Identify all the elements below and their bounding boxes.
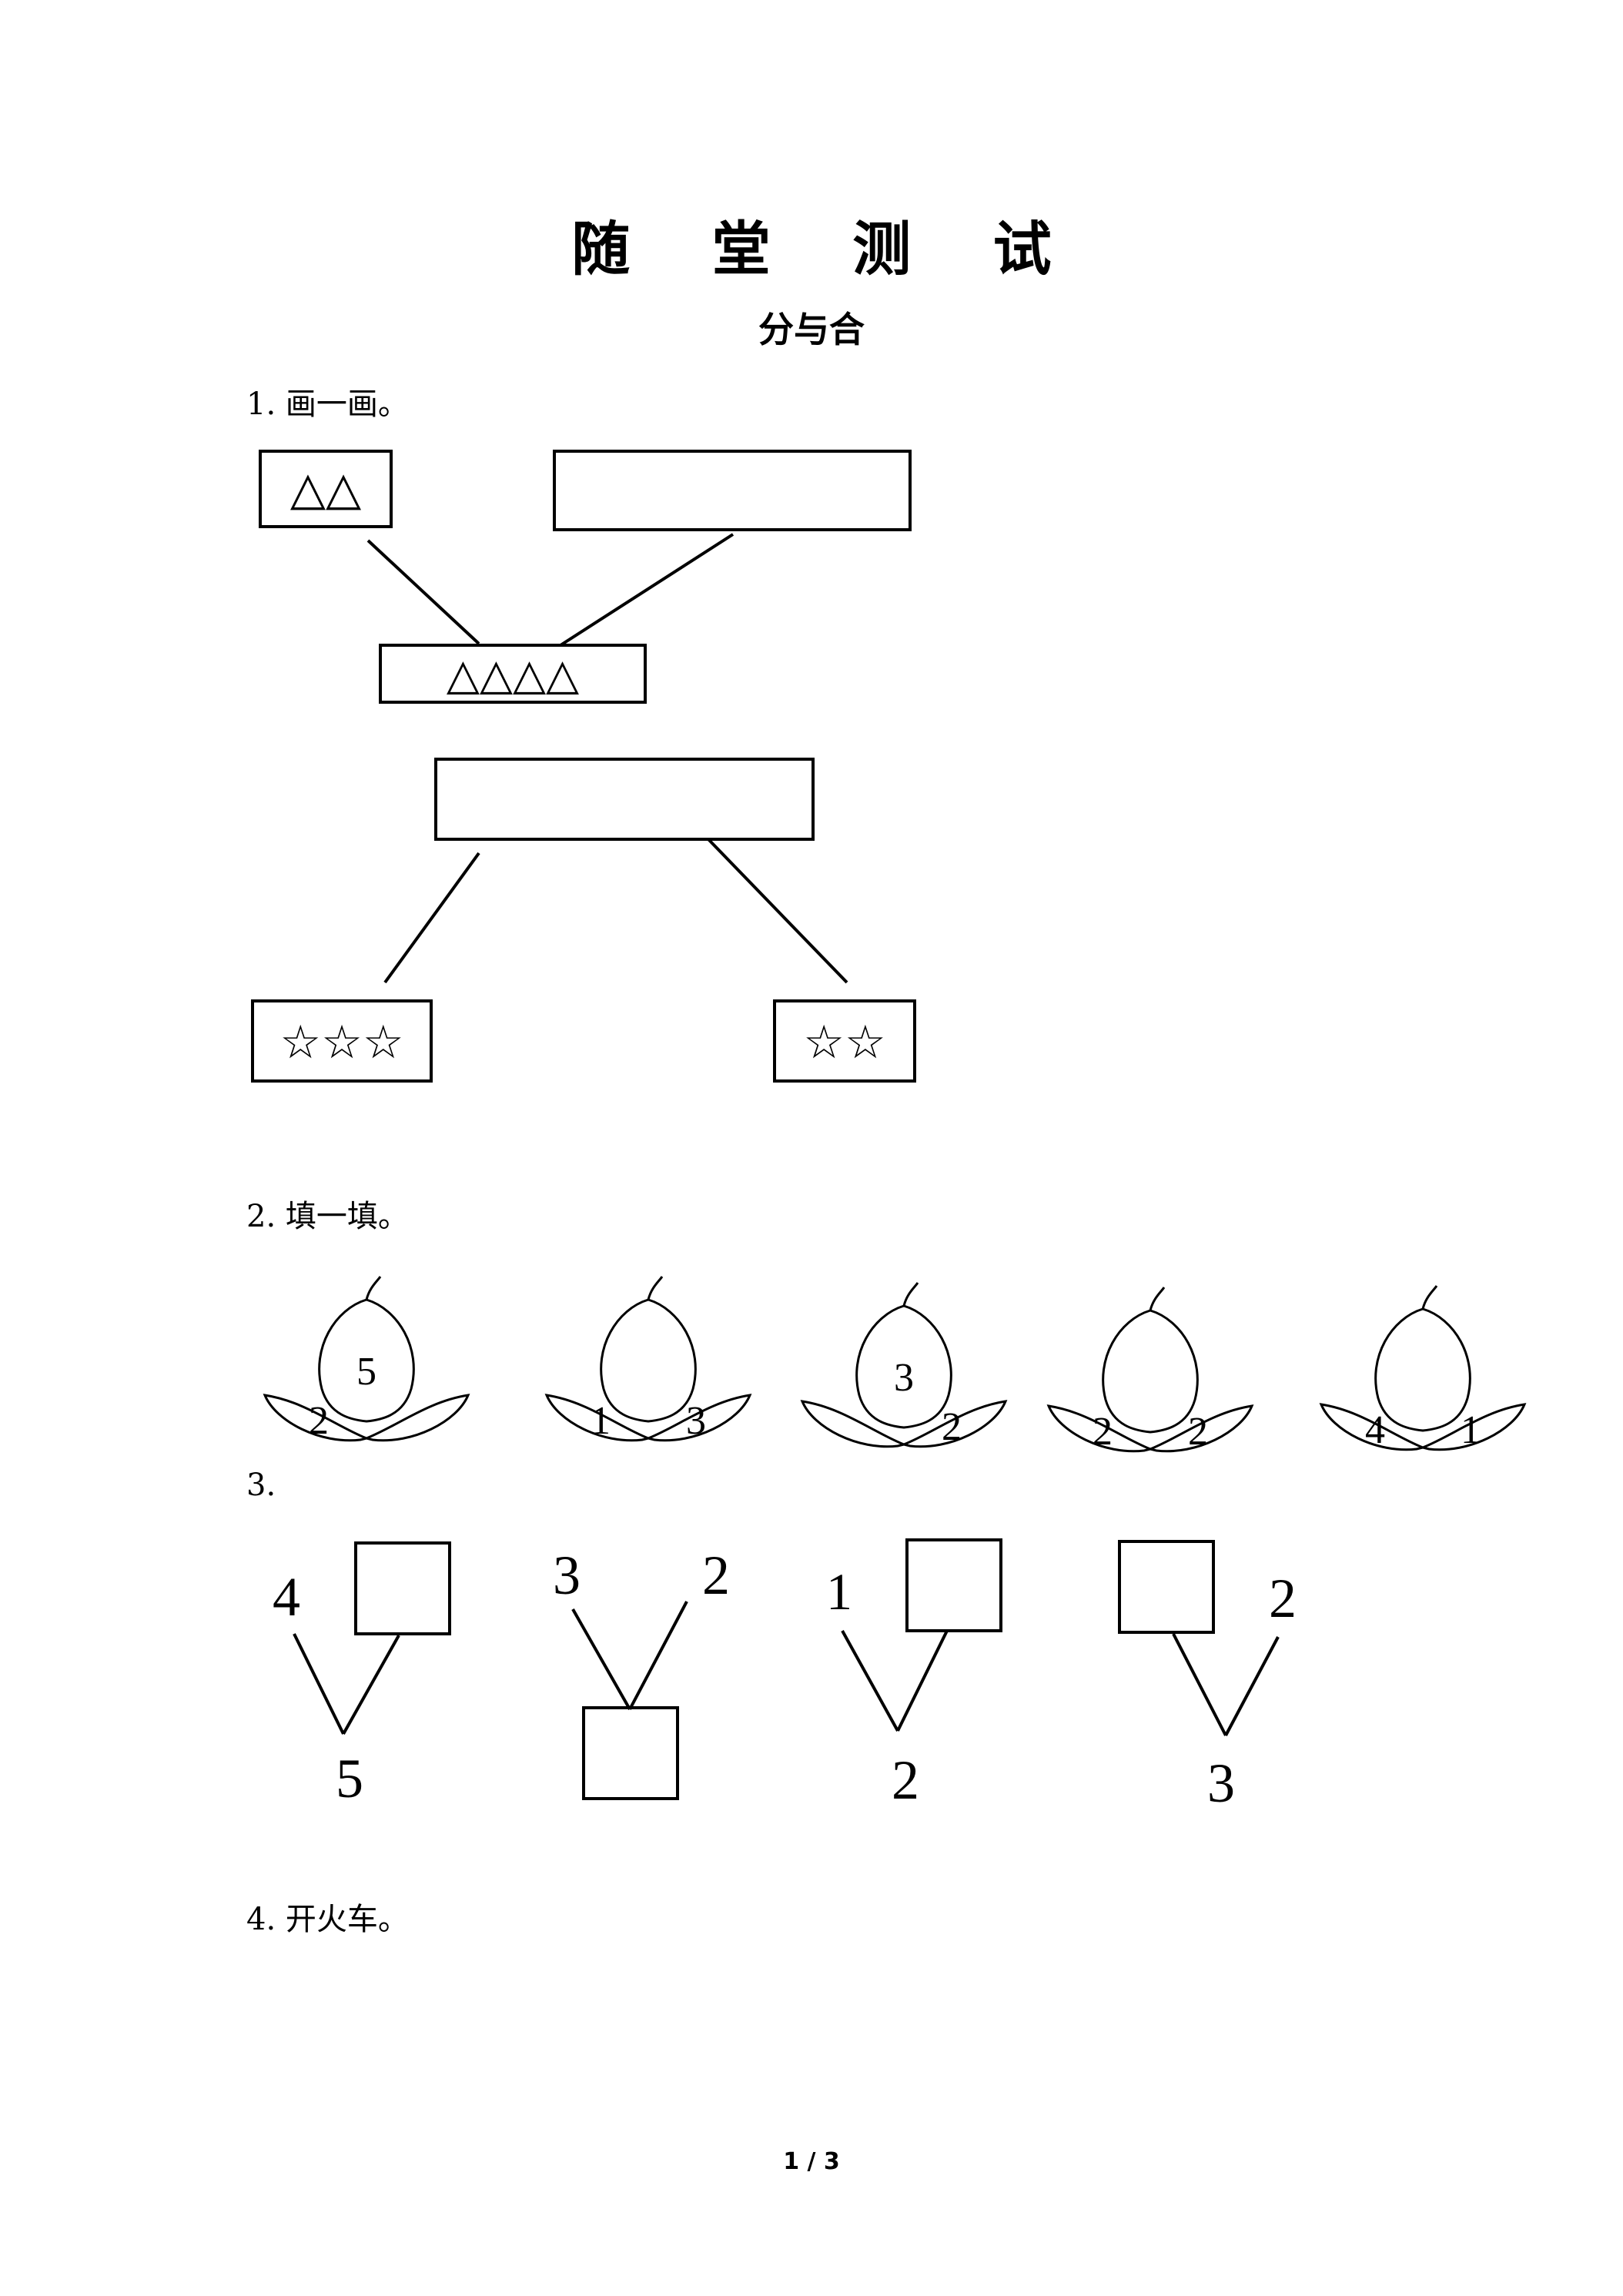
q2-peach-left-number: 2 [1093, 1410, 1113, 1454]
q2-peach-left-number: 1 [591, 1399, 611, 1443]
question-4-label: 4. 开火车。 [246, 1902, 409, 1937]
q1-bottom-left-stars: ☆☆☆ [279, 1016, 403, 1069]
q3-answer-box[interactable] [1118, 1540, 1215, 1634]
q3-answer-box[interactable] [354, 1541, 451, 1635]
q1-bottom-right-box [773, 999, 916, 1083]
q3-branch-line [1224, 1636, 1280, 1736]
q3-right-number: 2 [702, 1545, 730, 1606]
q3-branch-line [896, 1630, 949, 1732]
q3-branch-line [628, 1601, 688, 1710]
q2-peach-1: 5 2 [263, 1275, 470, 1443]
q3-branch-line [293, 1633, 345, 1735]
q3-bottom-number: 2 [892, 1749, 919, 1811]
q1-connector-line [383, 852, 480, 984]
q3-bottom-number: 3 [1207, 1752, 1235, 1814]
q2-peach-3: 3 2 [801, 1281, 1007, 1449]
q3-branch-line [342, 1635, 400, 1735]
q2-peach-right-number: 3 [686, 1399, 706, 1443]
q1-diagram-bottom: ☆☆☆ ☆☆ [251, 758, 916, 1083]
question-1-label: 1. 画一画。 [246, 387, 409, 422]
q3-branch-line [841, 1630, 899, 1732]
q2-peach-2: 1 3 [545, 1275, 751, 1443]
q2-peach-left-number: 2 [309, 1399, 329, 1443]
question-3-label: 3. [246, 1468, 276, 1503]
q2-peach-right-number: 2 [1188, 1410, 1208, 1454]
q1-middle-box [379, 644, 647, 704]
q3-right-number: 2 [1269, 1568, 1297, 1629]
q1-top-right-answer-box[interactable] [553, 450, 912, 531]
q3-diagram-3: 1 2 [826, 1538, 1002, 1811]
q3-answer-box[interactable] [582, 1706, 679, 1800]
q1-diagram-top: △△ △△△△ [259, 450, 912, 704]
q1-connector-line [707, 838, 848, 984]
q2-peach-5: 4 1 [1320, 1284, 1526, 1452]
q3-answer-box[interactable] [905, 1538, 1002, 1632]
q1-bottom-right-stars: ☆☆ [803, 1016, 886, 1069]
q2-peach-top-number: 5 [356, 1350, 376, 1394]
q1-connector-line [366, 539, 480, 645]
q3-branch-line [571, 1608, 631, 1710]
question-2-label: 2. 填一填。 [246, 1199, 409, 1234]
q3-left-number: 4 [273, 1566, 300, 1628]
page-subtitle: 分与合 [758, 309, 865, 350]
q1-bottom-answer-box[interactable] [434, 758, 815, 841]
q2-peach-top-number: 3 [894, 1356, 914, 1400]
q3-branch-line [1172, 1633, 1227, 1736]
page-title: 随 堂 测 试 [571, 215, 1083, 283]
q2-peach-right-number: 1 [1461, 1408, 1481, 1452]
q3-left-number: 1 [826, 1562, 852, 1621]
q2-peach-4: 2 2 [1047, 1286, 1253, 1454]
q3-left-number: 3 [553, 1545, 581, 1606]
q3-bottom-number: 5 [336, 1748, 363, 1809]
page-number: 1 / 3 [783, 2148, 840, 2175]
q1-middle-triangles: △△△△ [447, 650, 579, 700]
q1-top-left-box [259, 450, 393, 528]
q3-diagram-4: 2 3 [1118, 1540, 1297, 1814]
q1-top-left-triangles: △△ [290, 462, 361, 516]
q1-connector-line [559, 533, 735, 647]
q2-peach-left-number: 4 [1365, 1408, 1385, 1452]
q2-peach-right-number: 2 [942, 1405, 962, 1449]
q3-diagram-1: 4 5 [273, 1541, 451, 1809]
q1-bottom-left-box [251, 999, 433, 1083]
q3-diagram-2: 3 2 [553, 1545, 730, 1800]
